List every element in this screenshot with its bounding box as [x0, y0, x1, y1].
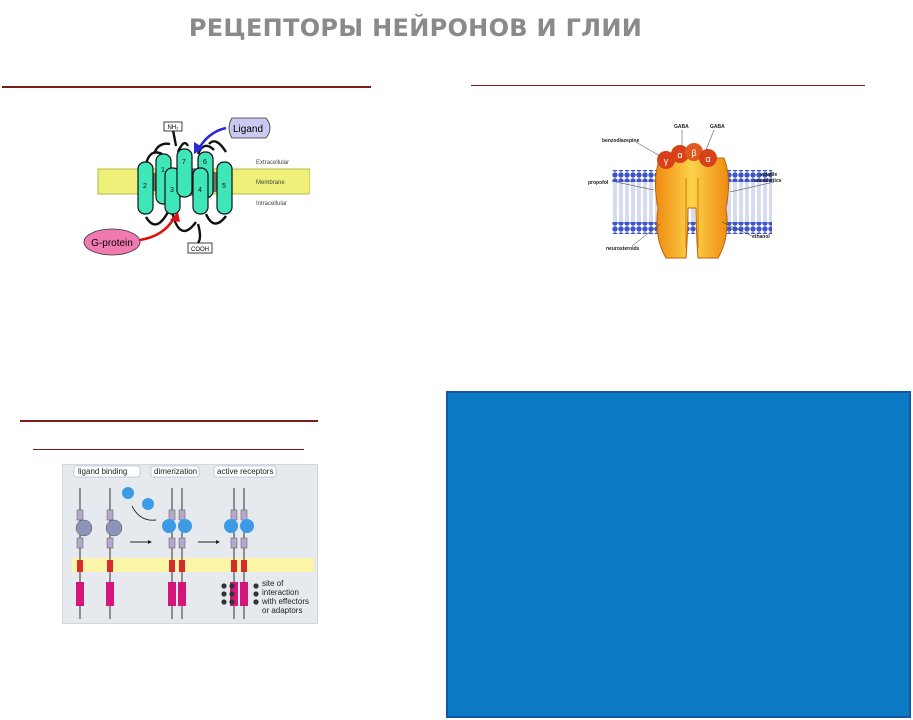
free-ligand-1: [122, 487, 134, 499]
subunit-beta-label: β: [691, 148, 696, 158]
receptor-domain: [178, 537, 186, 549]
membrane-label: Membrane: [256, 180, 285, 186]
kinase-domain: [106, 582, 114, 606]
slide-title: РЕЦЕПТОРЫ НЕЙРОНОВ И ГЛИИ: [188, 14, 643, 42]
helix-label-2: 2: [143, 183, 147, 190]
helix-label-4: 4: [198, 187, 202, 194]
receptor-domain: [106, 509, 114, 521]
receptor-domain: [106, 537, 114, 549]
gprotein-arrow: [139, 217, 176, 242]
rtk-membrane: [72, 558, 314, 572]
divider-mid-left: [20, 420, 318, 422]
gaba-receptor-diagram: γ α β α GABA GABA benzodiazepine propofo…: [588, 124, 782, 259]
subunit-alpha-label: α: [677, 150, 682, 160]
receptor-domain: [168, 509, 176, 521]
receptor-domain: [230, 537, 238, 549]
divider-mid-left-2: [33, 449, 304, 450]
intracellular-label: Intracellular: [256, 201, 287, 207]
gprotein-label: G-protein: [91, 238, 133, 249]
dimerization-label: dimerization: [154, 467, 197, 476]
rtk-dimerization-diagram: ligand binding dimerization active recep…: [62, 464, 318, 624]
subunit-alpha2-label: α: [705, 154, 710, 164]
site-label-4: or adaptors: [262, 606, 302, 615]
kinase-domain: [168, 582, 176, 606]
helix-7: [176, 148, 193, 198]
binding-arrow: [131, 505, 157, 521]
divider-top-left: [2, 86, 371, 88]
bound-ligand: [162, 519, 176, 533]
unbound-receptor-head: [105, 519, 123, 537]
ligand-binding-label: ligand binding: [78, 467, 127, 476]
propofol-label: propofol: [588, 180, 609, 186]
helix-label-1: 1: [161, 167, 165, 174]
volatile-label: volatile: [760, 172, 777, 178]
subunit-alpha: [671, 145, 689, 163]
rtk-panel-background: [62, 464, 318, 624]
bound-ligand: [178, 519, 192, 533]
ligand-shape: [228, 117, 271, 139]
receptor-domain: [168, 537, 176, 549]
subunit-alpha2: [699, 149, 717, 167]
bound-ligand: [224, 519, 238, 533]
free-ligand-2: [142, 498, 154, 510]
active-receptors-label: active receptors: [217, 467, 273, 476]
nh2-label: NH₂: [168, 125, 180, 131]
gpcr-diagram: 2 1 3 7 6 4 5 NH₂ COOH Ligand G-protein …: [83, 117, 310, 256]
transmembrane-segment: [241, 560, 247, 572]
helix-label-3: 3: [170, 187, 174, 194]
bilayer-lower-heads: [612, 222, 772, 234]
subunit-gamma: [657, 151, 675, 169]
blue-text-box: [446, 391, 911, 718]
effector-beads: [221, 583, 259, 605]
kinase-domain: [76, 582, 84, 606]
channel-body: [654, 157, 730, 259]
subunit-beta: [685, 143, 703, 161]
site-label-2: interaction: [262, 588, 299, 597]
gaba-label-left: GABA: [674, 124, 689, 130]
anesthetics-label: anesthetics: [754, 178, 782, 184]
receptor-domain: [240, 509, 248, 521]
helix-label-5: 5: [222, 183, 226, 190]
ligand-label: Ligand: [233, 124, 263, 135]
kinase-domain: [178, 582, 186, 606]
gaba-label-right: GABA: [710, 124, 725, 130]
receptor-domain: [240, 537, 248, 549]
helix-2: [137, 161, 154, 215]
receptor-domain: [178, 509, 186, 521]
neurosteroids-label: neurosteroids: [606, 246, 640, 252]
receptor-domain: [76, 537, 84, 549]
helix-4: [192, 167, 209, 215]
transmembrane-segment: [179, 560, 185, 572]
site-label-3: with effectors: [261, 597, 309, 606]
site-label-1: site of: [262, 579, 284, 588]
transmembrane-segment: [77, 560, 83, 572]
benzodiazepine-label: benzodiazepine: [602, 138, 639, 144]
kinase-domain: [240, 582, 248, 606]
extracellular-label: Extracellular: [256, 160, 289, 166]
receptor-domain: [76, 509, 84, 521]
divider-top-right: [471, 85, 865, 86]
cooh-label: COOH: [191, 247, 209, 253]
unbound-receptor-head: [75, 519, 93, 537]
transmembrane-segment: [231, 560, 237, 572]
gprotein-shape: [83, 228, 141, 256]
transmembrane-segment: [107, 560, 113, 572]
helix-5: [216, 161, 233, 215]
ethanol-label: ethanol: [752, 234, 770, 240]
helix-label-7: 7: [182, 159, 186, 166]
subunit-gamma-label: γ: [664, 156, 669, 166]
helix-label-6: 6: [203, 159, 207, 166]
receptor-domain: [230, 509, 238, 521]
transmembrane-segment: [169, 560, 175, 572]
bound-ligand: [240, 519, 254, 533]
